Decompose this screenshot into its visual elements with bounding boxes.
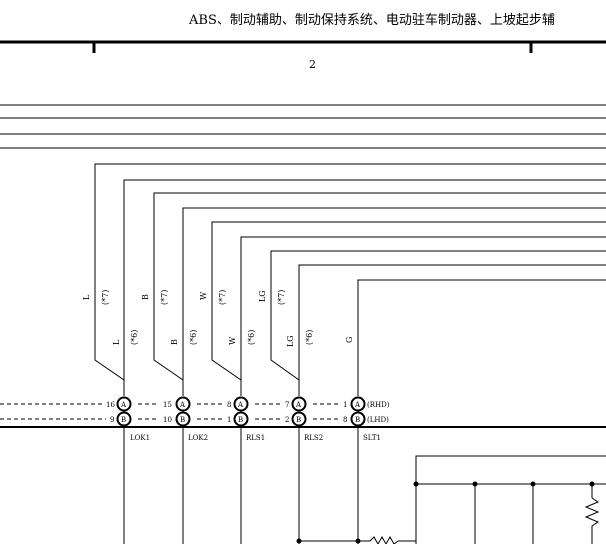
pin-number: 16 xyxy=(106,401,115,409)
wire-route xyxy=(270,250,606,396)
wire-route xyxy=(240,236,606,396)
connector-lok1: 16 9 A B LOK1 xyxy=(106,396,150,442)
wire-color-label: W xyxy=(228,336,237,345)
resistor-vertical xyxy=(584,497,600,544)
pin-number: 1 xyxy=(343,401,347,409)
connector-label: RLS1 xyxy=(246,434,265,442)
pin-number: 15 xyxy=(163,401,172,409)
connector-label: LOK1 xyxy=(130,434,150,442)
wire-note-label: (*7) xyxy=(101,290,110,305)
wire-note-label: (*6) xyxy=(130,330,139,345)
wire-route xyxy=(182,207,606,396)
pin-circle-a xyxy=(175,396,191,412)
wire-color-label: B xyxy=(170,339,179,345)
pin-circle-a xyxy=(291,396,307,412)
internal-circuit xyxy=(415,455,606,544)
pin-circle-a xyxy=(116,396,132,412)
wire-color-label: L xyxy=(112,339,121,345)
connector-slt1: 1 8 A B (RHD) (LHD) SLT1 xyxy=(343,396,390,442)
wire-note-label: (*7) xyxy=(277,290,286,305)
pin-number: 2 xyxy=(285,416,289,424)
pin-letter: A xyxy=(120,401,127,409)
pin-number: 9 xyxy=(110,416,114,424)
pin-circle-a xyxy=(350,396,366,412)
junction-dot xyxy=(530,481,536,487)
pin-letter: A xyxy=(354,401,361,409)
pin-number: 8 xyxy=(227,401,231,409)
junction-dot xyxy=(472,481,478,487)
junction-dot xyxy=(413,481,419,487)
wire-note-label: (*7) xyxy=(160,290,169,305)
wire-color-label: G xyxy=(345,337,354,343)
wire-color-label: LG xyxy=(286,335,295,347)
wire-note-label: (*6) xyxy=(247,330,256,345)
pin-number: 8 xyxy=(343,416,347,424)
wire-note-label: (*7) xyxy=(218,290,227,305)
variant-label-rhd: (RHD) xyxy=(367,401,390,409)
wire-route xyxy=(298,264,606,396)
pin-letter: B xyxy=(355,416,360,424)
wire-note-label: (*6) xyxy=(189,330,198,345)
connector-lok2: 15 10 A B LOK2 xyxy=(163,396,208,442)
connector-label: SLT1 xyxy=(363,434,381,442)
pin-letter: B xyxy=(296,416,301,424)
section-number: 2 xyxy=(309,58,316,71)
pin-letter: A xyxy=(179,401,186,409)
pin-letter: A xyxy=(237,401,244,409)
wire-color-label: B xyxy=(141,294,150,300)
pin-letter: A xyxy=(295,401,302,409)
resistor-horizontal xyxy=(299,535,416,544)
pin-letter: B xyxy=(180,416,185,424)
wire-route xyxy=(123,179,606,396)
pin-circle-a xyxy=(233,396,249,412)
junction-dot xyxy=(589,481,595,487)
junction-dot xyxy=(355,538,361,544)
connector-rls2: 7 2 A B RLS2 xyxy=(285,396,323,442)
pin-number: 1 xyxy=(227,416,231,424)
wire-color-label: L xyxy=(82,294,91,300)
connector-rls1: 8 1 A B RLS1 xyxy=(227,396,265,442)
variant-label-lhd: (LHD) xyxy=(367,416,389,424)
pin-letter: B xyxy=(238,416,243,424)
connector-label: LOK2 xyxy=(188,434,208,442)
wire-color-label: W xyxy=(199,291,208,300)
diagram-title: ABS、制动辅助、制动保持系统、电动驻车制动器、上坡起步辅 xyxy=(188,12,555,28)
pin-number: 7 xyxy=(285,401,289,409)
wire-route xyxy=(357,279,606,396)
wire-note-label: (*6) xyxy=(305,330,314,345)
connector-label: RLS2 xyxy=(304,434,323,442)
wire-color-label: LG xyxy=(258,290,267,302)
pin-number: 10 xyxy=(163,416,172,424)
junction-dot xyxy=(296,538,302,544)
pin-letter: B xyxy=(121,416,126,424)
